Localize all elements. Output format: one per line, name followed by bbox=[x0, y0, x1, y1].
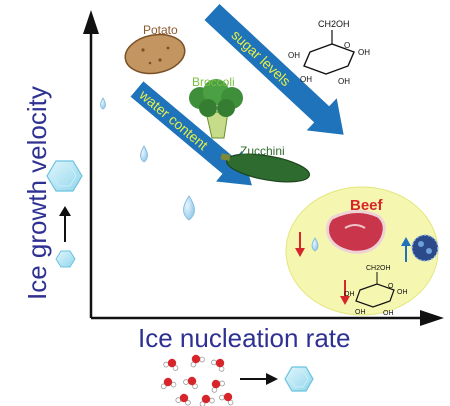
glucose-structure-top: CH2OH OH OH OH OH O bbox=[288, 19, 370, 86]
zucchini-illustration bbox=[220, 153, 311, 183]
potato-illustration bbox=[124, 33, 186, 75]
steak-illustration bbox=[326, 210, 386, 254]
y-axis bbox=[83, 10, 99, 318]
water-molecule-icon bbox=[211, 379, 225, 393]
glucose-oh-label: OH bbox=[300, 75, 312, 84]
glucose-oh-label: OH bbox=[397, 289, 408, 296]
water-drop-icon bbox=[183, 195, 195, 221]
glucose-oh-label: OH bbox=[355, 309, 366, 316]
water-drop-icon bbox=[311, 237, 319, 252]
water-molecules bbox=[160, 354, 234, 406]
x-axis-label: Ice nucleation rate bbox=[138, 323, 350, 353]
down-arrow-icon bbox=[340, 280, 350, 305]
ice-crystal-large-icon bbox=[46, 160, 83, 192]
glucose-ch2oh-label: CH2OH bbox=[318, 19, 350, 29]
ice-crystal-bottom-icon bbox=[284, 366, 314, 392]
glucose-structure-beef: CH2OH OH OH OH OH O bbox=[344, 265, 408, 317]
sugar-levels-label: sugar levels bbox=[228, 27, 294, 90]
water-drop-icon bbox=[140, 145, 148, 163]
glucose-ch2oh-label: CH2OH bbox=[366, 265, 391, 272]
beef-label: Beef bbox=[350, 197, 384, 214]
water-molecule-icon bbox=[160, 377, 177, 390]
potato-label: Potato bbox=[143, 23, 178, 37]
water-drops bbox=[100, 97, 195, 221]
water-molecule-icon bbox=[199, 394, 215, 406]
nucleation-arrow bbox=[240, 373, 278, 385]
ice-crystal-small-icon bbox=[55, 250, 76, 268]
down-arrow-icon bbox=[295, 232, 305, 257]
broccoli-illustration bbox=[189, 79, 243, 139]
ice-nuclei-cluster bbox=[411, 234, 439, 262]
beef-panel: Beef CH2OH OH OH OH O bbox=[285, 186, 439, 317]
glucose-oh-label: OH bbox=[383, 310, 394, 317]
zucchini-label: Zucchini bbox=[240, 144, 285, 158]
x-axis bbox=[91, 310, 444, 326]
y-axis-label: Ice growth velocity bbox=[22, 86, 52, 300]
water-molecule-icon bbox=[183, 376, 198, 390]
water-molecule-icon bbox=[211, 358, 225, 372]
broccoli-label: Broccoli bbox=[192, 75, 235, 89]
glucose-ring-oxygen: O bbox=[344, 41, 350, 50]
up-arrow-icon bbox=[401, 237, 411, 262]
water-molecule-icon bbox=[219, 392, 234, 406]
glucose-oh-label: OH bbox=[338, 77, 350, 86]
glucose-oh-label: OH bbox=[358, 48, 370, 57]
glucose-ring-oxygen: O bbox=[388, 283, 394, 290]
water-molecule-icon bbox=[163, 358, 179, 371]
water-drop-icon bbox=[100, 97, 106, 110]
water-molecule-icon bbox=[190, 354, 205, 368]
glucose-oh-label: OH bbox=[288, 51, 300, 60]
water-molecule-icon bbox=[175, 393, 191, 406]
glucose-oh-label: OH bbox=[344, 291, 355, 298]
growth-up-arrow bbox=[59, 206, 71, 242]
